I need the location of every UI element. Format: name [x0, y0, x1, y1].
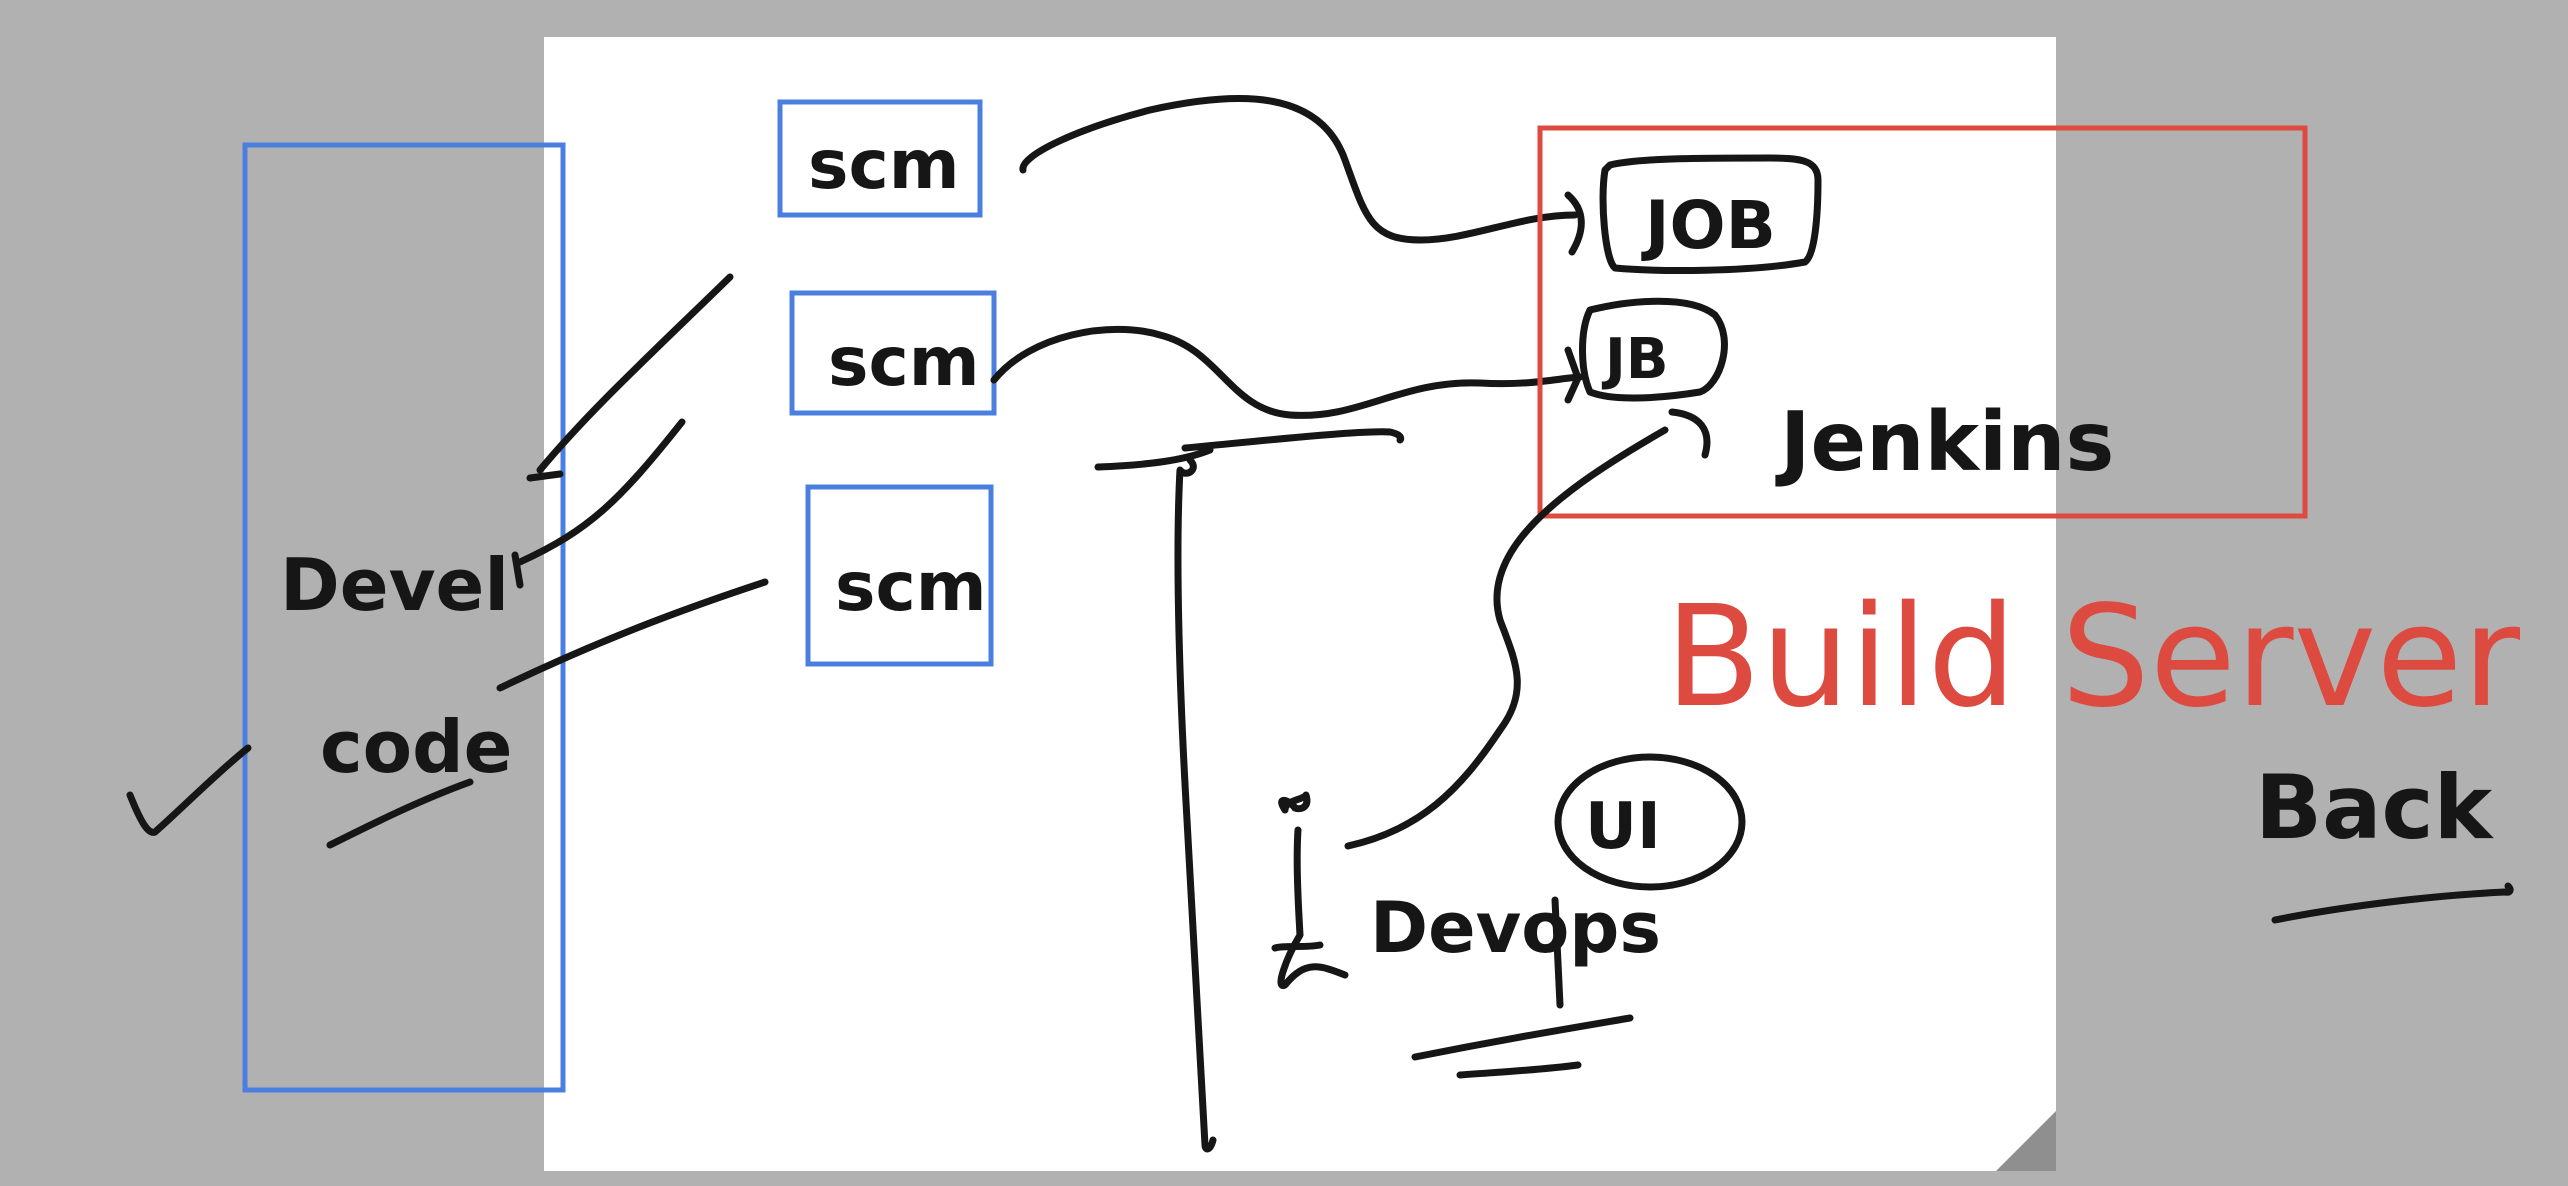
job-top-box	[1599, 154, 1822, 274]
pipeline-t-shape	[1094, 428, 1405, 1153]
checkmark-icon	[126, 744, 252, 836]
scm2-to-jb-line	[990, 325, 1584, 419]
developer-box: Devel code	[242, 142, 566, 1093]
job-top-label: JOB	[1641, 187, 1776, 264]
back-label: Back	[2255, 756, 2495, 859]
paper-sheet	[544, 37, 2056, 1171]
scm-box-2: scm	[789, 290, 997, 416]
ui-label: UI	[1585, 790, 1661, 864]
scm-box-2-outline	[789, 290, 997, 416]
ui-bubble: UI	[1554, 753, 1746, 891]
developer-label: Devel	[280, 543, 509, 627]
code-to-scm3-line	[496, 578, 769, 692]
devops-stem-line	[1551, 896, 1564, 1009]
person-body-icon	[1271, 826, 1349, 989]
scm-box-1: scm	[777, 99, 983, 218]
developer-to-scm1-line	[526, 273, 734, 482]
scm-2-label: scm	[828, 323, 980, 402]
jenkins-label: Jenkins	[1775, 395, 2114, 490]
scm1-to-job-line	[1019, 95, 1585, 256]
jenkins-box-outline	[1537, 125, 2308, 519]
ui-ellipse	[1554, 753, 1746, 891]
page-curl-corner[interactable]	[1996, 1111, 2056, 1171]
job-bottom-label: JB	[1601, 327, 1669, 392]
scm-3-label: scm	[835, 548, 987, 627]
developer-to-scm2-line	[511, 418, 686, 589]
build-server-label: Build Server	[1665, 576, 2520, 739]
scm-1-label: scm	[808, 126, 960, 205]
scm-box-3-outline	[805, 484, 994, 667]
job-bottom-box	[1579, 297, 1728, 402]
person-head-icon	[1278, 791, 1311, 814]
jenkins-box: JOB JB Jenkins	[1537, 125, 2308, 519]
scm-box-3: scm	[805, 484, 994, 667]
scm-box-1-outline	[777, 99, 983, 218]
code-underline	[326, 778, 474, 849]
back-underline	[2271, 882, 2514, 924]
devops-figure: Devops	[1271, 791, 1661, 1079]
devops-label: Devops	[1370, 887, 1661, 969]
code-label: code	[320, 705, 513, 789]
developer-box-outline	[242, 142, 566, 1093]
devops-to-jenkins-line	[1344, 408, 1711, 850]
devops-underline	[1411, 1014, 1634, 1079]
